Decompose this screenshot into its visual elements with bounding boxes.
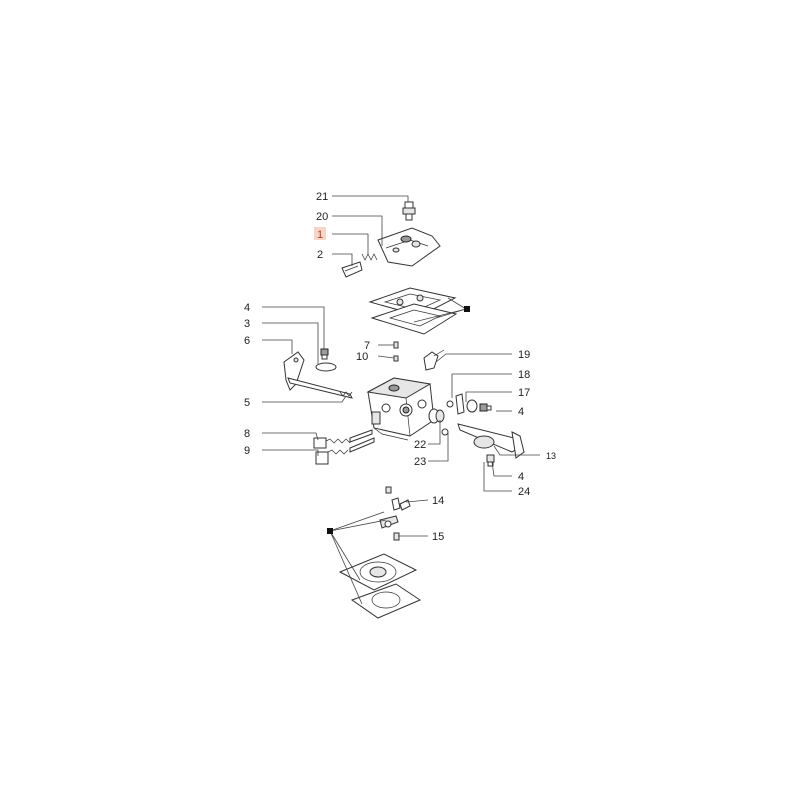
part-needle-valve[interactable] (379, 515, 399, 529)
label-21[interactable]: 21 (316, 191, 328, 203)
label-1-highlight (314, 227, 326, 240)
part-clip-18[interactable] (446, 393, 465, 415)
label-5[interactable]: 5 (244, 397, 250, 409)
label-13[interactable]: 13 (546, 451, 556, 461)
choke-group (428, 393, 525, 467)
part-screw-8[interactable] (313, 429, 373, 449)
part-shaft-5[interactable] (287, 377, 353, 399)
part-screw-9[interactable] (315, 437, 375, 465)
part-shaft-13[interactable] (457, 423, 525, 459)
part-screw-4a[interactable] (320, 348, 329, 360)
label-24[interactable]: 24 (518, 486, 530, 498)
part-cover-20[interactable] (377, 227, 441, 267)
part-screw-15[interactable] (393, 532, 400, 541)
label-4-left[interactable]: 4 (244, 302, 250, 314)
reference-marker-lower (327, 528, 333, 534)
part-fitting-19[interactable] (423, 349, 445, 371)
part-number-labels: 21 20 1 2 4 3 6 5 7 10 19 18 17 4 22 23 … (244, 191, 556, 543)
label-20[interactable]: 20 (316, 211, 328, 223)
part-pin-14[interactable] (391, 497, 411, 511)
label-1[interactable]: 1 (317, 229, 323, 241)
part-needle-2[interactable] (341, 261, 363, 278)
label-6[interactable]: 6 (244, 335, 250, 347)
label-2[interactable]: 2 (317, 249, 323, 261)
label-8[interactable]: 8 (244, 428, 250, 440)
label-4-lower[interactable]: 4 (518, 471, 524, 483)
label-9[interactable]: 9 (244, 445, 250, 457)
label-15[interactable]: 15 (432, 531, 444, 543)
lower-diaphragm[interactable] (338, 553, 422, 619)
part-plug-top[interactable] (385, 486, 392, 494)
part-screw-24[interactable] (486, 454, 495, 467)
part-pin-7[interactable] (393, 341, 399, 349)
label-7[interactable]: 7 (364, 340, 370, 352)
part-screw-21[interactable] (402, 201, 416, 221)
label-17[interactable]: 17 (518, 387, 530, 399)
carburetor-body[interactable] (366, 377, 435, 441)
label-19[interactable]: 19 (518, 349, 530, 361)
label-14[interactable]: 14 (432, 495, 444, 507)
part-pin-10[interactable] (393, 355, 399, 362)
label-22[interactable]: 22 (414, 439, 426, 451)
part-spring-22[interactable] (428, 408, 445, 424)
part-screw-4b[interactable] (479, 403, 492, 412)
adjust-screws-group (313, 429, 375, 465)
part-disc-3[interactable] (315, 362, 337, 372)
label-18[interactable]: 18 (518, 369, 530, 381)
label-23[interactable]: 23 (414, 456, 426, 468)
cover-group (341, 201, 441, 278)
throttle-group (283, 348, 353, 399)
leader-lines (262, 195, 540, 605)
part-ring-23[interactable] (441, 428, 449, 436)
upper-diaphragm[interactable] (368, 287, 458, 335)
label-10[interactable]: 10 (356, 351, 368, 363)
reference-marker-upper (464, 306, 470, 312)
part-detent-17[interactable] (466, 399, 478, 413)
label-3[interactable]: 3 (244, 318, 250, 330)
part-spring-1[interactable] (361, 253, 378, 261)
lower-group (338, 486, 422, 619)
label-4-right[interactable]: 4 (518, 406, 524, 418)
